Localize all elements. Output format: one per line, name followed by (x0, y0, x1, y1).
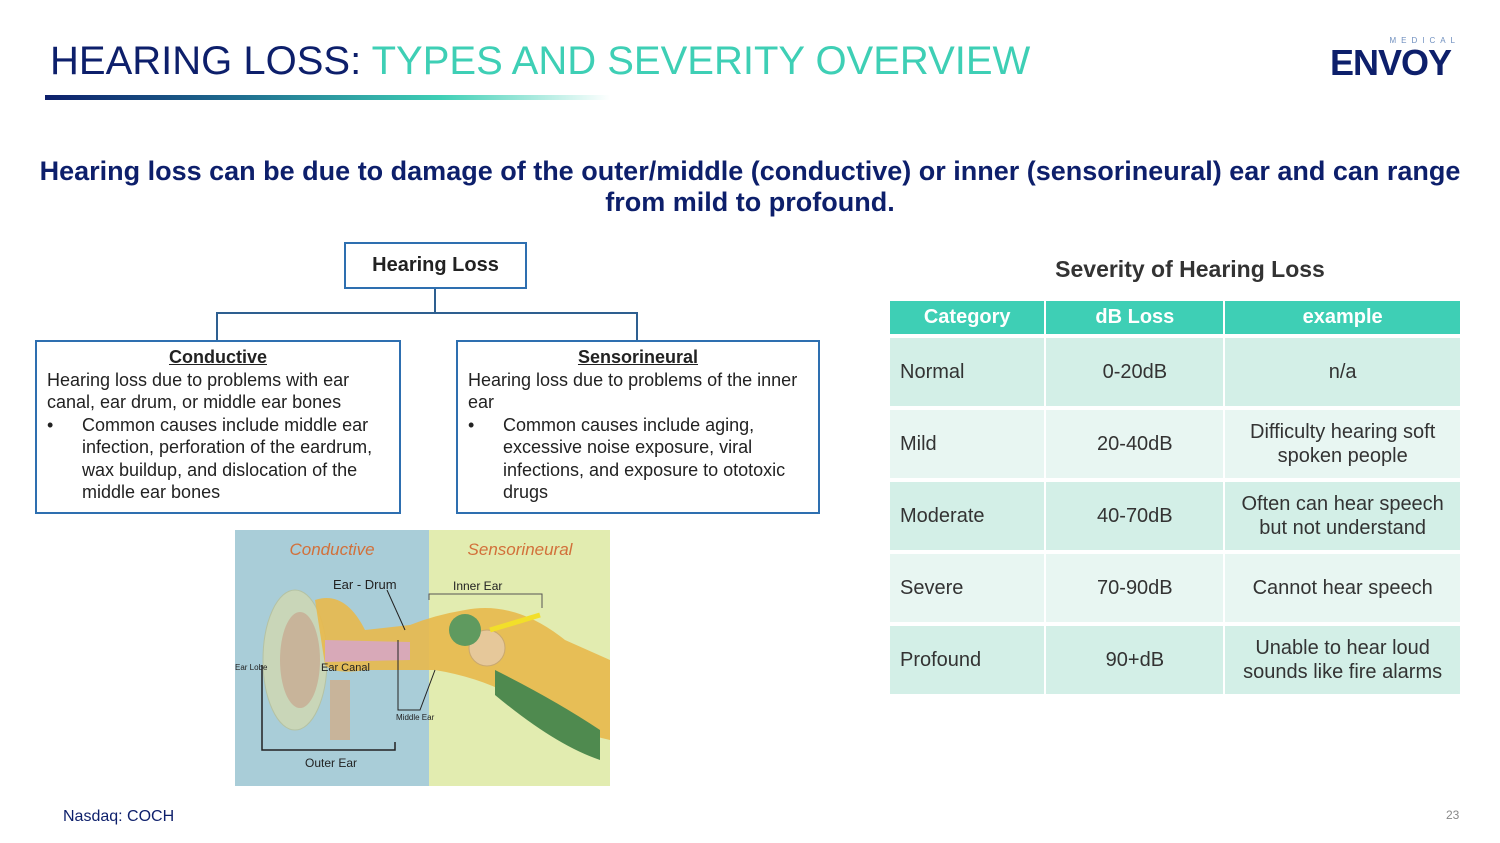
example-cell: Difficulty hearing soft spoken people (1225, 410, 1460, 478)
db-loss-cell: 90+dB (1046, 626, 1224, 694)
conductive-heading: Conductive (168, 347, 267, 367)
diagram-label-conductive: Conductive (289, 540, 374, 559)
example-cell: Unable to hear loud sounds like fire ala… (1225, 626, 1460, 694)
severity-table-title: Severity of Hearing Loss (1055, 256, 1325, 282)
sensorineural-causes: Common causes include aging, excessive n… (468, 414, 808, 504)
category-cell: Profound (890, 626, 1045, 694)
tree-connector (216, 312, 638, 314)
title-main: HEARING LOSS: (50, 39, 372, 83)
diagram-label-sensorineural: Sensorineural (468, 540, 574, 559)
logo-medical: MEDICAL (1389, 36, 1460, 45)
slide-subtitle: Hearing loss can be due to damage of the… (39, 156, 1461, 217)
sensorineural-box: Sensorineural Hearing loss due to proble… (456, 340, 820, 514)
header-db-loss: dB Loss (1046, 301, 1224, 334)
tree-connector (636, 312, 638, 340)
title-accent: TYPES AND SEVERITY OVERVIEW (371, 39, 1031, 83)
diagram-label-outer-ear: Outer Ear (305, 756, 357, 770)
tree-connector (216, 312, 218, 340)
category-cell: Moderate (890, 482, 1045, 550)
db-loss-cell: 70-90dB (1046, 554, 1224, 622)
title-underline (45, 95, 610, 100)
tree-connector (434, 289, 436, 313)
footer-ticker: Nasdaq: COCH (63, 808, 175, 825)
example-cell: Cannot hear speech (1225, 554, 1460, 622)
category-cell: Mild (890, 410, 1045, 478)
header-example: example (1225, 301, 1460, 334)
diagram-label-ear-canal: Ear Canal (321, 662, 370, 674)
category-cell: Normal (890, 338, 1045, 406)
sensorineural-description: Hearing loss due to problems of the inne… (468, 369, 798, 413)
category-cell: Severe (890, 554, 1045, 622)
page-number: 23 (1446, 808, 1460, 822)
ear-anatomy-diagram: Conductive Sensorineural Ear - Drum Inne… (235, 530, 610, 786)
logo-name: ENVOY (1330, 42, 1452, 83)
conductive-causes: Common causes include middle ear infecti… (47, 414, 389, 504)
db-loss-cell: 0-20dB (1046, 338, 1224, 406)
conductive-description: Hearing loss due to problems with ear ca… (47, 369, 350, 413)
header-category: Category (890, 301, 1045, 334)
diagram-label-ear-lobe: Ear Lobe (235, 663, 268, 672)
db-loss-cell: 20-40dB (1046, 410, 1224, 478)
conductive-box: Conductive Hearing loss due to problems … (35, 340, 401, 514)
sensorineural-heading: Sensorineural (577, 347, 699, 367)
slide-title: HEARING LOSS: TYPES AND SEVERITY OVERVIE… (50, 38, 1030, 84)
db-loss-cell: 40-70dB (1046, 482, 1224, 550)
tree-root-box: Hearing Loss (344, 242, 527, 289)
diagram-label-ear-drum: Ear - Drum (333, 577, 397, 592)
diagram-label-inner-ear: Inner Ear (453, 579, 502, 593)
example-cell: n/a (1225, 338, 1460, 406)
example-cell: Often can hear speech but not understand (1225, 482, 1460, 550)
diagram-label-middle-ear: Middle Ear (396, 713, 435, 722)
